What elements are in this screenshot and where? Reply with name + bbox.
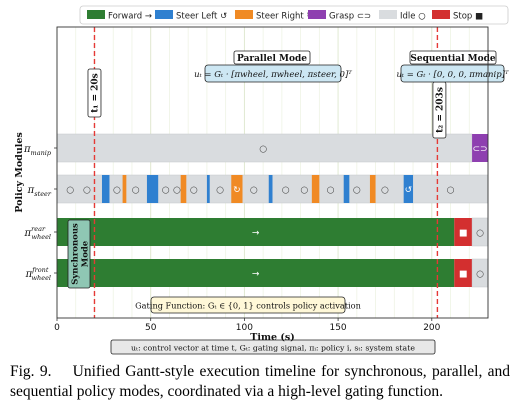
chart-legend: Forward → Steer Left ↺ Steer Right ↻ Grasp … <box>79 5 509 25</box>
gantt-bar-forward <box>57 218 455 246</box>
bar-marker: → <box>252 229 260 239</box>
gantt-bar-stop <box>454 218 473 246</box>
parallel-mode-formula: uₜ = Gₜ · [πwheel, πwheel, πsteer, 0]ᵀ <box>194 70 352 80</box>
gantt-bar-left <box>343 175 350 203</box>
gantt-chart: Forward → Steer Left ↺ Steer Right ↻ Grasp … <box>14 5 509 355</box>
idle-marker: ○ <box>282 186 290 196</box>
legend-label: Forward → <box>108 12 152 22</box>
legend-label: Idle ○ <box>400 12 426 22</box>
parallel-mode-title: Parallel Mode <box>237 54 307 64</box>
event-label-1-text: t₁ = 20s <box>91 73 101 113</box>
event-label-1: t₁ = 20s <box>87 68 102 118</box>
idle-marker: ○ <box>353 186 361 196</box>
idle-marker: ○ <box>162 186 170 196</box>
legend-swatch <box>308 10 326 19</box>
sequential-mode-title: Sequential Mode <box>410 54 496 64</box>
bar-marker: ⊂⊃ <box>472 145 487 155</box>
y-axis-label: Policy Modules <box>14 132 25 212</box>
gantt-bar-right <box>369 175 376 203</box>
idle-marker: ○ <box>381 186 389 196</box>
gantt-bar-right <box>311 175 320 203</box>
bar-marker: ○ <box>259 145 267 155</box>
sequential-mode-title-box <box>409 50 497 65</box>
bar-marker: ■ <box>459 229 468 239</box>
legend-label: Grasp ⊂⊃ <box>329 12 371 22</box>
y-tick-label: πsteer <box>27 185 52 198</box>
x-axis-label: Time (s) <box>250 332 294 343</box>
gantt-bar-left <box>403 175 414 203</box>
gantt-bar-idle <box>56 133 473 163</box>
idle-marker: ○ <box>250 186 258 196</box>
parallel-mode-formula-box <box>204 64 342 83</box>
legend-swatch <box>235 10 253 19</box>
gantt-bar-left <box>101 175 110 203</box>
legend-swatch <box>155 10 173 19</box>
x-tick-label: 100 <box>236 323 253 333</box>
figure-caption: Fig. 9. Unified Gantt-style execution ti… <box>10 362 510 402</box>
legend-label: Steer Left ↺ <box>176 12 227 22</box>
legend-swatch <box>87 10 105 19</box>
bar-marker: ■ <box>459 270 468 280</box>
sequential-mode-formula-box <box>400 64 505 83</box>
sequential-mode-formula: uₜ = Gₜ · [0, 0, 0, πmanip]ᵀ <box>396 70 509 80</box>
synchronous-mode-box <box>67 219 91 289</box>
idle-marker: ○ <box>132 186 140 196</box>
gantt-bar-grasp <box>472 134 488 162</box>
idle-marker: ○ <box>83 186 91 196</box>
gating-note: Gating Function: Gₜ ∈ {0, 1} controls po… <box>135 301 361 311</box>
footer-note-box <box>110 339 436 355</box>
bar-marker: ↻ <box>233 186 241 196</box>
gantt-bar-left <box>268 175 273 203</box>
bar-marker: ↺ <box>405 186 413 196</box>
mode-annotations: t₁ = 20s t₂ = 203s Parallel Mode Sequential… <box>67 50 509 355</box>
figure-number: Fig. 9. <box>10 363 52 380</box>
idle-marker: ○ <box>216 186 224 196</box>
gantt-bar-forward <box>57 259 455 287</box>
gantt-bar-right <box>180 175 187 203</box>
plot-frame <box>56 26 489 319</box>
idle-marker: ○ <box>327 186 335 196</box>
idle-marker: ○ <box>113 186 121 196</box>
y-tick-label: πmanip <box>23 144 52 157</box>
bar-marker: ○ <box>476 270 484 280</box>
legend-label: Stop ■ <box>453 12 483 22</box>
legend-swatch <box>379 10 397 19</box>
event-label-1-box <box>87 68 102 118</box>
legend-frame <box>79 5 509 25</box>
idle-marker: ○ <box>190 186 198 196</box>
idle-marker: ○ <box>300 186 308 196</box>
caption-text: Unified Gantt-style execution timeline f… <box>10 363 510 400</box>
event-label-2: t₂ = 203s <box>432 81 447 139</box>
x-tick-label: 0 <box>54 323 60 333</box>
synchronous-mode-text: Mode <box>81 240 91 267</box>
idle-marker: ○ <box>173 186 181 196</box>
gantt-bar-left <box>206 175 210 203</box>
x-tick-label: 150 <box>329 323 346 333</box>
gating-note-box <box>150 296 346 314</box>
event-label-2-text: t₂ = 203s <box>436 87 446 133</box>
synchronous-mode-text: Synchronous <box>71 223 81 285</box>
gantt-bar-left <box>146 175 159 203</box>
idle-marker: ○ <box>66 186 74 196</box>
x-tick-label: 200 <box>423 323 440 333</box>
bar-marker: → <box>252 270 260 280</box>
legend-swatch <box>432 10 450 19</box>
legend-label: Steer Right ↻ <box>256 12 314 22</box>
footer-note: uₜ: control vector at time t, Gₜ: gating… <box>131 344 415 353</box>
bar-marker: ○ <box>476 229 484 239</box>
gantt-bar-right <box>231 175 243 203</box>
idle-marker: ○ <box>447 186 455 196</box>
gantt-bars: ○⊂⊃↻↺○○○○○○○○○○○○○○○→■○→■○ <box>56 133 489 288</box>
x-tick-label: 50 <box>145 323 157 333</box>
gantt-bar-right <box>122 175 127 203</box>
parallel-mode-title-box <box>233 50 311 65</box>
gantt-bar-stop <box>454 259 473 287</box>
